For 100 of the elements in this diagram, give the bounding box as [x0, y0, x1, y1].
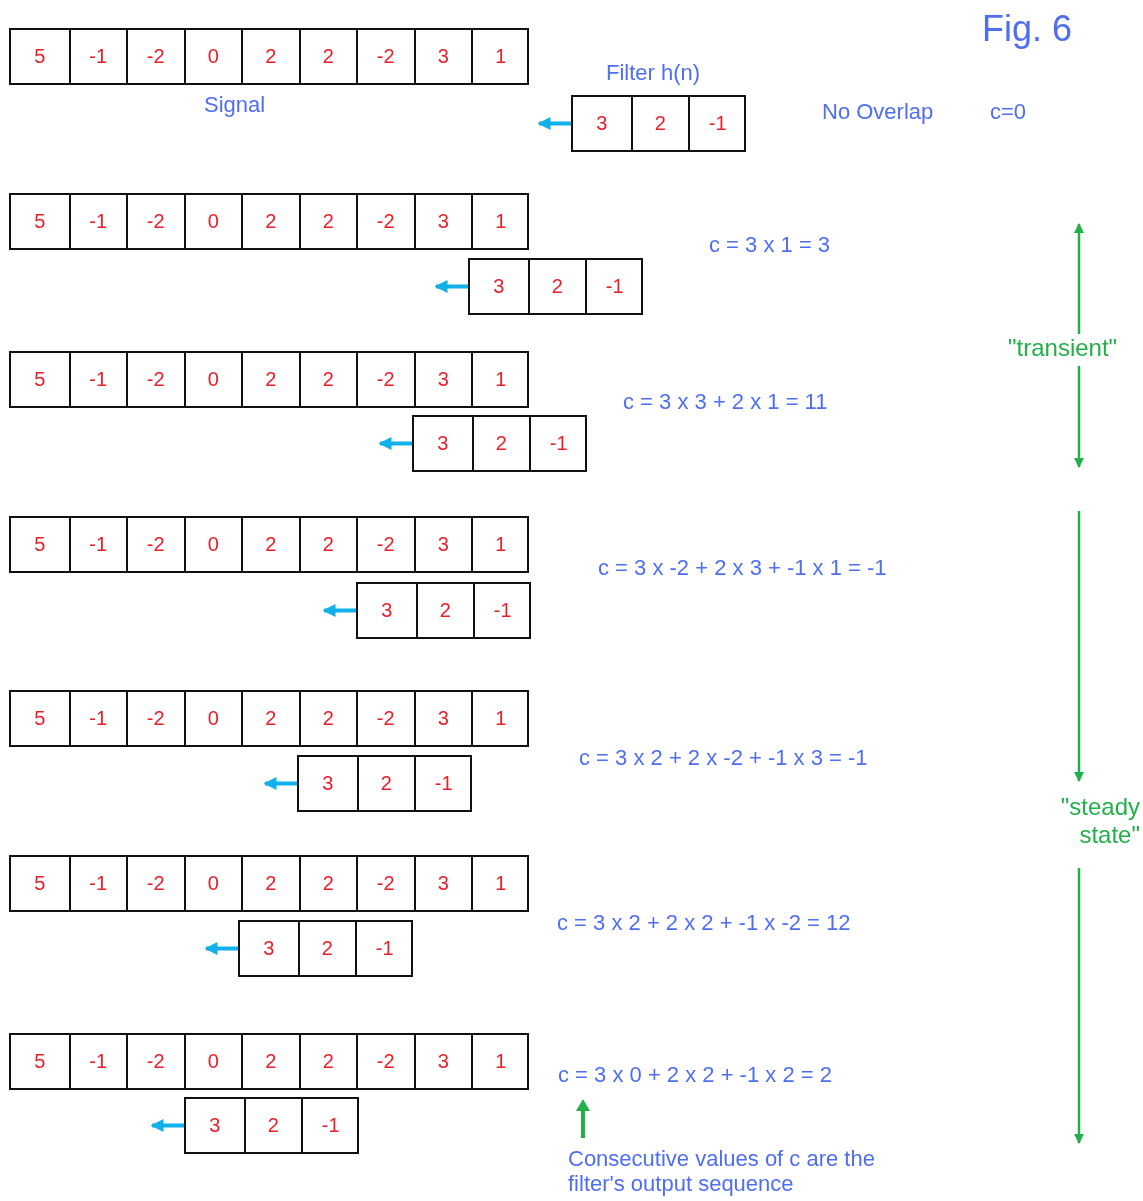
array-value: -2: [126, 1035, 184, 1088]
array-value: 5: [33, 706, 47, 731]
array-value: 5: [33, 871, 47, 896]
array-value: -2: [126, 692, 184, 745]
array-value: -2: [126, 857, 184, 910]
array-value: 1: [471, 1035, 529, 1088]
array-value: 2: [415, 584, 473, 637]
array-value: -2: [126, 195, 184, 248]
equation-label: c = 3 x 3 + 2 x 1 = 11: [623, 389, 828, 415]
range-label: "transient": [1008, 334, 1118, 362]
array-value: 2: [298, 30, 356, 83]
array-value: -2: [126, 353, 184, 406]
equation-label: c = 3 x 2 + 2 x -2 + -1 x 3 = -1: [579, 745, 868, 771]
arrow: [322, 604, 356, 617]
array-value: -2: [356, 1035, 414, 1088]
array-value: 5: [33, 1049, 47, 1074]
array-value: 2: [241, 195, 299, 248]
array-value: -2: [356, 30, 414, 83]
array-value: 2: [356, 757, 414, 810]
array-value: -1: [585, 260, 643, 313]
array-value: -1: [68, 518, 126, 571]
array-value: 2: [241, 30, 299, 83]
array-value: 5: [33, 532, 47, 557]
array-value: 1: [471, 692, 529, 745]
arrow: [263, 777, 297, 790]
array-value: -2: [126, 30, 184, 83]
equation-label: c = 3 x 2 + 2 x 2 + -1 x -2 = 12: [557, 910, 851, 936]
array-value: 5: [33, 209, 47, 234]
array-value: 3: [208, 1113, 222, 1138]
array-value: 2: [297, 922, 355, 975]
array-value: 2: [298, 857, 356, 910]
array-value: 2: [243, 1099, 301, 1152]
array-value: 2: [241, 692, 299, 745]
filter-array: [356, 582, 531, 639]
signal-array: [9, 1033, 529, 1090]
equation-label: No Overlap: [822, 99, 934, 125]
array-value: 2: [241, 1035, 299, 1088]
signal-array: [9, 351, 529, 408]
filter-array: [468, 258, 643, 315]
array-value: -1: [68, 30, 126, 83]
array-value: 3: [595, 111, 609, 136]
array-value: 0: [183, 195, 241, 248]
equation-label: Consecutive values of c are the filter's output sequence: [568, 1146, 876, 1197]
signal-array: [9, 516, 529, 573]
array-value: -2: [356, 518, 414, 571]
array-value: 2: [471, 417, 529, 470]
array-value: 1: [471, 353, 529, 406]
array-value: 3: [380, 598, 394, 623]
array-value: 2: [298, 195, 356, 248]
array-value: -2: [356, 692, 414, 745]
array-value: -1: [414, 757, 472, 810]
equation-label: c = 3 x -2 + 2 x 3 + -1 x 1 = -1: [598, 555, 887, 581]
array-value: 1: [471, 195, 529, 248]
array-value: 3: [492, 274, 506, 299]
filter-array: [412, 415, 587, 472]
array-value: 2: [630, 97, 688, 150]
array-value: 5: [33, 44, 47, 69]
array-value: 0: [183, 353, 241, 406]
array-value: 3: [413, 30, 471, 83]
array-value: 2: [241, 353, 299, 406]
equation-label: c = 3 x 1 = 3: [709, 232, 831, 258]
arrow: [150, 1119, 184, 1132]
array-value: 0: [183, 518, 241, 571]
array-value: 3: [262, 936, 276, 961]
array-value: 5: [33, 367, 47, 392]
signal-array: [9, 855, 529, 912]
array-caption: Filter h(n): [606, 60, 701, 86]
array-value: 0: [183, 857, 241, 910]
array-value: -2: [356, 353, 414, 406]
arrow: [537, 117, 571, 130]
array-value: 0: [183, 692, 241, 745]
array-value: 3: [413, 857, 471, 910]
array-value: -1: [473, 584, 531, 637]
equation-label: c=0: [990, 99, 1027, 125]
filter-array: [238, 920, 413, 977]
arrow: [378, 437, 412, 450]
array-value: 1: [471, 857, 529, 910]
array-value: 3: [413, 692, 471, 745]
array-value: 1: [471, 518, 529, 571]
array-value: -2: [356, 857, 414, 910]
array-value: -1: [529, 417, 587, 470]
array-value: -1: [68, 1035, 126, 1088]
array-value: 3: [413, 195, 471, 248]
array-value: 3: [321, 771, 335, 796]
array-value: -1: [355, 922, 413, 975]
filter-array: [184, 1097, 359, 1154]
signal-array: [9, 28, 529, 85]
array-value: 2: [298, 518, 356, 571]
equation-label: c = 3 x 0 + 2 x 2 + -1 x 2 = 2: [558, 1062, 832, 1088]
arrow: [204, 942, 238, 955]
array-value: -1: [301, 1099, 359, 1152]
array-value: -1: [68, 692, 126, 745]
signal-array: [9, 193, 529, 250]
array-value: -1: [68, 195, 126, 248]
array-value: -2: [356, 195, 414, 248]
array-value: 2: [241, 518, 299, 571]
array-value: 3: [413, 353, 471, 406]
arrow: [434, 280, 468, 293]
array-value: -1: [68, 353, 126, 406]
array-value: 2: [527, 260, 585, 313]
